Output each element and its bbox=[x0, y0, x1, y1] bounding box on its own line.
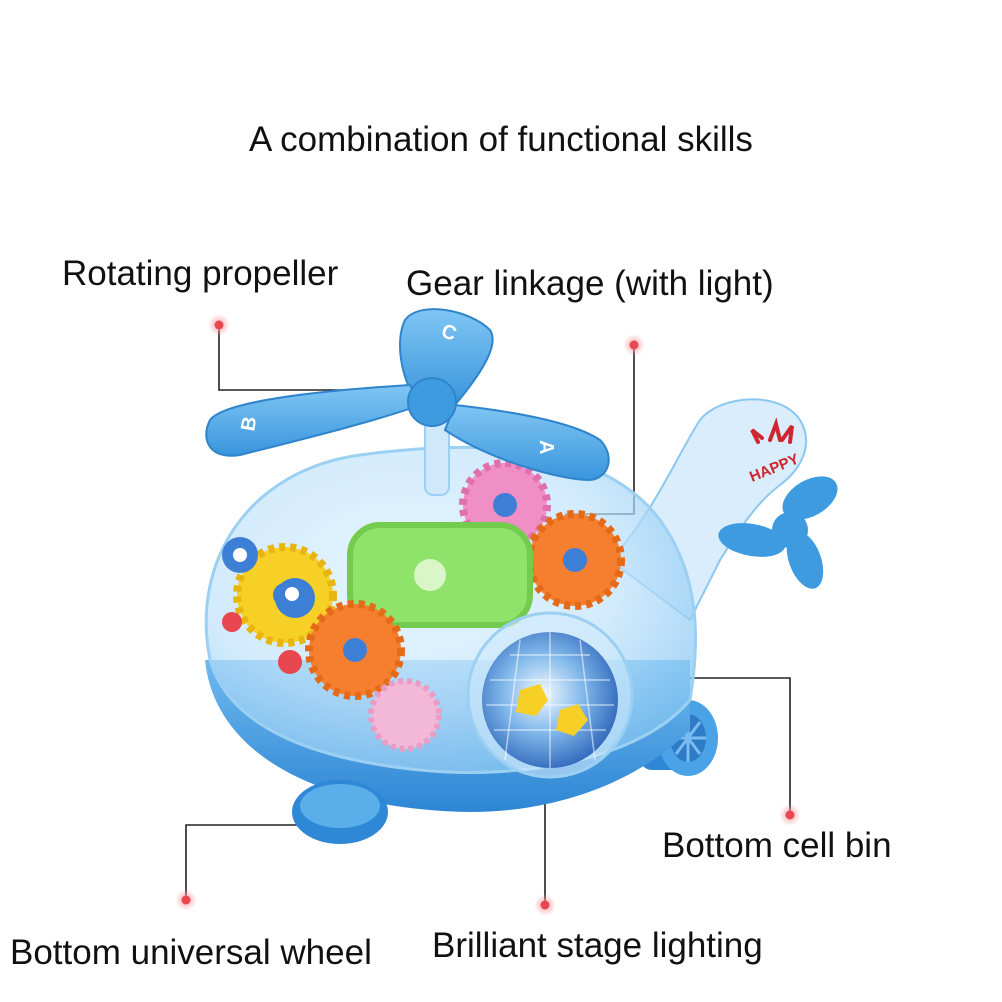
gear-orange-bottom bbox=[305, 600, 405, 700]
stage-light-ball bbox=[466, 611, 634, 779]
callout-label-lighting: Brilliant stage lighting bbox=[432, 926, 763, 965]
headline: A combination of functional skills bbox=[249, 120, 753, 159]
callout-label-gear: Gear linkage (with light) bbox=[406, 264, 774, 303]
main-rotor: C B A bbox=[205, 308, 610, 482]
callout-label-cell-bin: Bottom cell bin bbox=[662, 826, 892, 865]
callout-dots bbox=[175, 314, 801, 916]
callout-label-propeller: Rotating propeller bbox=[62, 254, 339, 293]
callout-label-wheel: Bottom universal wheel bbox=[10, 933, 372, 972]
tail-rotor bbox=[718, 476, 838, 589]
blade-letter-c: C bbox=[438, 320, 459, 346]
blade-letter-b: B bbox=[237, 415, 261, 433]
blade-letter-a: A bbox=[535, 440, 557, 454]
gear-green-center bbox=[347, 522, 533, 628]
gear-pink-bottom bbox=[368, 678, 442, 752]
gear-orange-right bbox=[525, 510, 625, 610]
cabin-face-decoration bbox=[222, 537, 315, 674]
